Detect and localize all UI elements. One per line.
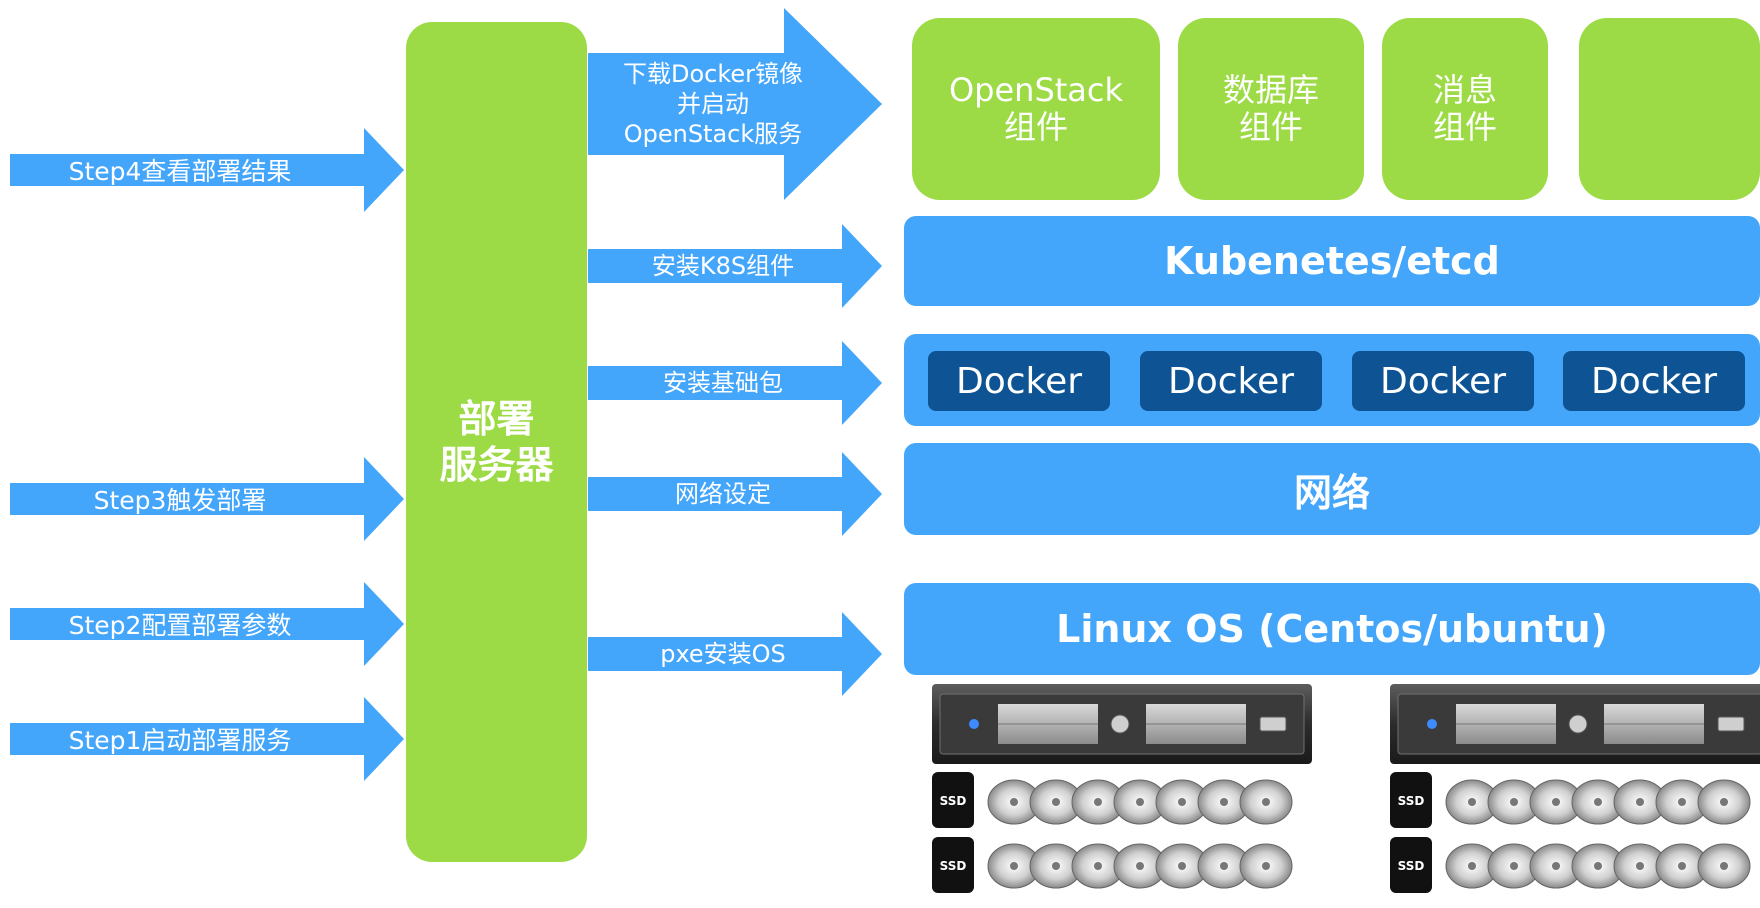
action-pxe-label: pxe安装OS: [660, 640, 786, 668]
component-openstack-line1: OpenStack: [948, 71, 1124, 109]
action-arrow-network: 网络设定: [588, 452, 882, 536]
step3-arrow: Step3触发部署: [10, 457, 404, 541]
action-base-label: 安装基础包: [663, 369, 783, 397]
component-database-line2: 组件: [1238, 108, 1303, 146]
docker-box-4: Docker: [1563, 351, 1745, 411]
arrow-right-icon: [10, 457, 404, 541]
action-docker-line2: 并启动: [677, 90, 749, 118]
kubernetes-layer: Kubenetes/etcd: [904, 216, 1760, 306]
component-openstack: OpenStack 组件: [912, 18, 1160, 200]
component-openstack-line2: 组件: [1003, 108, 1068, 146]
step2-label: Step2配置部署参数: [68, 611, 292, 640]
docker-box-2: Docker: [1140, 351, 1322, 411]
action-arrow-pxe: pxe安装OS: [588, 612, 882, 696]
step1-arrow: Step1启动部署服务: [10, 697, 404, 781]
server-unit-2: SSD SSD: [1390, 684, 1760, 904]
rack-server-icon: SSD SSD: [932, 684, 1312, 893]
component-message-line1: 消息: [1432, 71, 1497, 109]
ssd-icon: SSD SSD: [932, 772, 974, 893]
docker-box-3: Docker: [1352, 351, 1534, 411]
component-message: 消息 组件: [1382, 18, 1548, 200]
arrow-right-icon: [588, 8, 882, 200]
svg-text:SSD: SSD: [1398, 794, 1425, 808]
deploy-server-line1: 部署: [458, 397, 535, 441]
step2-arrow: Step2配置部署参数: [10, 582, 404, 666]
os-layer: Linux OS (Centos/ubuntu): [904, 583, 1760, 675]
arrow-right-icon: [588, 612, 882, 696]
step4-label: Step4查看部署结果: [68, 157, 292, 186]
svg-text:SSD: SSD: [1398, 859, 1425, 873]
component-database: 数据库 组件: [1178, 18, 1364, 200]
svg-text:SSD: SSD: [940, 859, 967, 873]
step4-arrow: Step4查看部署结果: [10, 128, 404, 212]
step1-label: Step1启动部署服务: [68, 726, 292, 755]
action-docker-label: 下载Docker镜像 并启动 OpenStack服务: [588, 53, 838, 155]
rack-server-icon: SSD SSD: [1390, 684, 1760, 893]
deploy-server: 部署 服务器: [406, 22, 587, 862]
component-database-line1: 数据库: [1222, 71, 1319, 109]
step3-label: Step3触发部署: [93, 486, 267, 515]
action-docker-line3: OpenStack服务: [623, 120, 803, 148]
action-docker-line1: 下载Docker镜像: [622, 60, 804, 88]
ssd-icon: SSD SSD: [1390, 772, 1432, 893]
arrow-right-icon: [588, 452, 882, 536]
hard-disk-icon: [1445, 779, 1751, 889]
network-layer: 网络: [904, 443, 1760, 535]
component-message-line2: 组件: [1432, 108, 1497, 146]
arrow-right-icon: [10, 697, 404, 781]
hard-disk-icon: [987, 779, 1293, 889]
server-unit-1: SSD SSD: [932, 684, 1312, 904]
action-arrow-docker: 下载Docker镜像 并启动 OpenStack服务: [588, 8, 882, 200]
deploy-server-line2: 服务器: [439, 443, 554, 487]
action-arrow-k8s: 安装K8S组件: [588, 224, 882, 308]
svg-text:SSD: SSD: [940, 794, 967, 808]
arrow-right-icon: [10, 582, 404, 666]
action-network-label: 网络设定: [675, 480, 771, 508]
arrow-right-icon: [10, 128, 404, 212]
action-k8s-label: 安装K8S组件: [651, 252, 795, 280]
arrow-right-icon: [588, 224, 882, 308]
action-arrow-base: 安装基础包: [588, 341, 882, 425]
component-blank: [1579, 18, 1760, 200]
docker-box-1: Docker: [928, 351, 1110, 411]
arrow-right-icon: [588, 341, 882, 425]
